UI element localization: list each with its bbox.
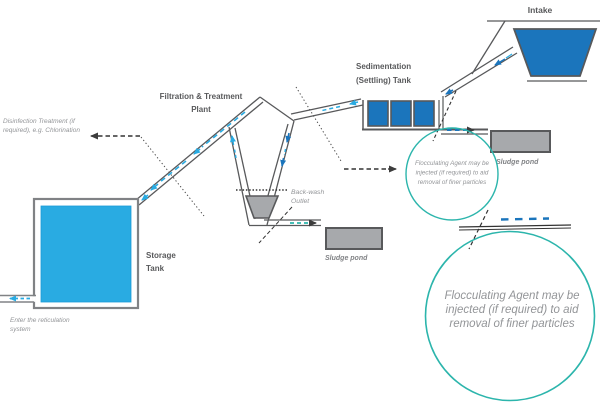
sludge-pond-filtration: Sludge pond	[325, 227, 383, 262]
intake-reservoir-shape	[512, 28, 598, 77]
flow-arrow	[150, 183, 159, 191]
floc-small-line1: Flocculating Agent may be	[415, 160, 489, 167]
floc-large-line1: Flocculating Agent may be	[444, 290, 579, 302]
flow-arrow	[349, 99, 359, 106]
filtration-label-line1: Filtration & Treatment	[160, 92, 243, 101]
sedimentation-label-line2: (Settling) Tank	[356, 76, 412, 85]
flow-dash	[201, 111, 246, 148]
sludge-pond-label: Sludge pond	[325, 255, 368, 262]
flow-arrow	[280, 157, 287, 167]
intake-spillway-line	[471, 20, 506, 75]
filtration-label-line2: Plant	[191, 105, 211, 114]
injection-dashed-line	[432, 90, 457, 142]
filtration-section: Filtration & Treatment Plant Back-wash	[135, 92, 324, 244]
intake-section: Intake	[440, 5, 600, 98]
disinfection-note-line1: Disinfection Treatment (if	[3, 118, 76, 125]
backwash-pointer-line	[258, 206, 293, 244]
intake-label: Intake	[528, 5, 553, 15]
annotation-circle-large	[424, 230, 596, 402]
storage-label-line2: Tank	[146, 264, 165, 273]
storage-section: Storage Tank Enter the reticulation syst…	[0, 193, 176, 333]
flow-arrow	[141, 193, 149, 201]
settling-outlet-pipe-lower	[293, 104, 364, 121]
flow-arrow	[445, 88, 454, 95]
backwash-label-line1: Back-wash	[291, 189, 324, 196]
vessel-outer-left	[228, 126, 250, 226]
backwash-funnel	[244, 195, 280, 219]
sludge-pond-shape	[490, 130, 551, 153]
flocculation-annotation: Flocculating Agent may be injected (if r…	[295, 86, 596, 402]
floc-large-line2: injected (if required) to aid	[446, 304, 580, 316]
intake-pipe-upper	[440, 46, 514, 93]
storage-tank-water	[40, 205, 132, 303]
injection-point-line	[295, 86, 342, 162]
flow-dash	[505, 53, 513, 59]
annotation-circle-small	[405, 127, 499, 221]
reticulation-note-line1: Enter the reticulation	[10, 317, 70, 324]
settling-cell-2	[390, 100, 412, 127]
backwash-label-line2: Outlet	[291, 198, 310, 205]
settling-cell-3	[413, 100, 435, 127]
flow-dash	[319, 105, 341, 112]
floc-small-line2: injected (if required) to aid	[416, 170, 489, 177]
floc-small-line3: removal of finer particles	[418, 179, 487, 186]
sedimentation-section: Sedimentation (Settling) Tank	[290, 62, 488, 135]
storage-label-line1: Storage	[146, 251, 176, 260]
magnified-pipe-bottom	[458, 227, 572, 231]
magnified-flow-dash	[500, 217, 550, 221]
flow-arrow	[230, 135, 236, 146]
sludge-pond-sedimentation: Sludge pond	[490, 130, 551, 166]
settling-outlet-pipe-upper	[290, 98, 362, 115]
flow-dash	[233, 148, 237, 159]
floc-large-line3: removal of finer particles	[449, 318, 575, 330]
flow-arrow	[285, 132, 292, 143]
disinfection-note-line2: required), e.g. Chlorination	[3, 127, 80, 134]
flow-arrow	[494, 58, 506, 66]
sludge-pond-shape	[325, 227, 383, 250]
plant-roof-right	[259, 96, 295, 122]
sedimentation-label-line1: Sedimentation	[356, 62, 411, 71]
reticulation-note-line2: system	[10, 326, 31, 333]
flow-arrow	[193, 147, 201, 155]
disinfection-annotation: Disinfection Treatment (if required), e.…	[3, 118, 205, 217]
magnified-pipe-top	[458, 224, 572, 228]
outlet-gap	[32, 296, 36, 302]
outlet-pipe-lower	[138, 101, 264, 206]
settling-cell-1	[367, 100, 389, 127]
intake-pipe-lower	[444, 52, 518, 98]
magnified-injection-line	[468, 209, 489, 250]
flow-dash	[283, 148, 287, 156]
sludge-pond-label: Sludge pond	[496, 159, 539, 166]
flow-dash	[159, 160, 187, 183]
